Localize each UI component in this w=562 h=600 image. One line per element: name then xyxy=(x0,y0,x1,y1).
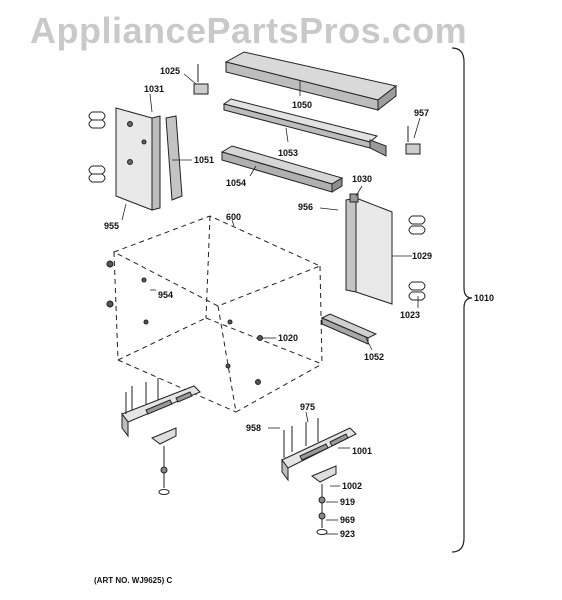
callout-1020: 1020 xyxy=(278,333,298,343)
callout-954: 954 xyxy=(158,290,173,300)
callout-1053: 1053 xyxy=(278,148,298,158)
assembly-brace-1010 xyxy=(451,47,473,553)
callout-1030: 1030 xyxy=(352,174,372,184)
right-clips-1023 xyxy=(408,215,426,301)
art-number: (ART NO. WJ9625) C xyxy=(94,576,173,585)
rail-1052 xyxy=(320,313,378,345)
callout-1054: 1054 xyxy=(226,178,246,188)
callout-919: 919 xyxy=(340,497,355,507)
callout-1051: 1051 xyxy=(194,155,214,165)
callout-1050: 1050 xyxy=(292,100,312,110)
right-mounting-brackets-1001 xyxy=(281,418,357,535)
left-clips xyxy=(88,111,106,183)
callout-600: 600 xyxy=(226,212,241,222)
callout-969: 969 xyxy=(340,515,355,525)
callout-1052: 1052 xyxy=(364,352,384,362)
callout-923: 923 xyxy=(340,529,355,539)
callout-labels: 1025 1031 1050 957 1053 1051 1054 1030 9… xyxy=(104,66,494,539)
left-side-panel-1031 xyxy=(115,107,183,211)
callout-1025: 1025 xyxy=(160,66,180,76)
callout-955: 955 xyxy=(104,221,119,231)
rail-1054 xyxy=(220,145,344,193)
callout-1010: 1010 xyxy=(474,293,494,303)
callout-1002: 1002 xyxy=(342,481,362,491)
cabinet-screws xyxy=(106,260,263,385)
callout-956: 956 xyxy=(298,202,313,212)
callout-1029: 1029 xyxy=(412,251,432,261)
callout-1001: 1001 xyxy=(352,446,372,456)
watermark: AppliancePartsPros.com xyxy=(30,10,468,51)
left-mounting-brackets xyxy=(121,378,201,495)
callout-957: 957 xyxy=(414,108,429,118)
rail-1053 xyxy=(222,98,387,157)
callout-1031: 1031 xyxy=(144,84,164,94)
callout-975: 975 xyxy=(300,402,315,412)
corner-bracket-957 xyxy=(405,126,421,155)
top-rail-1050 xyxy=(224,51,398,112)
callout-1023: 1023 xyxy=(400,310,420,320)
right-side-panel-1029 xyxy=(345,193,393,305)
corner-bracket-1025 xyxy=(193,64,209,95)
leader-lines xyxy=(121,73,421,535)
cabinet-600 xyxy=(112,215,323,413)
callout-958: 958 xyxy=(246,423,261,433)
